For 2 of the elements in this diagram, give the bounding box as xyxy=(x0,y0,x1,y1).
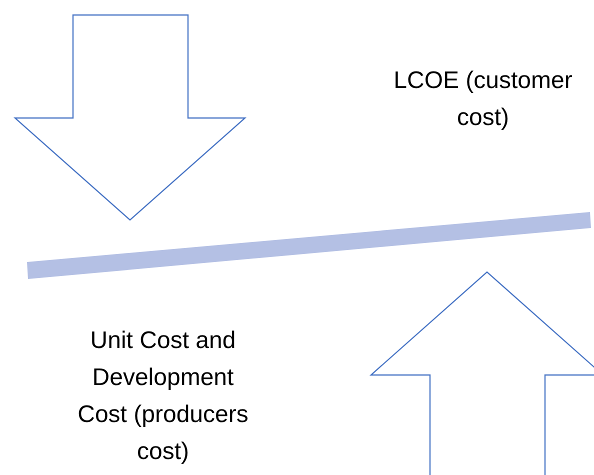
annotation-text: LCOE (customer cost) xyxy=(392,66,574,133)
annotation-text: Unit Cost and Development Cost (producers cost) xyxy=(76,326,250,467)
